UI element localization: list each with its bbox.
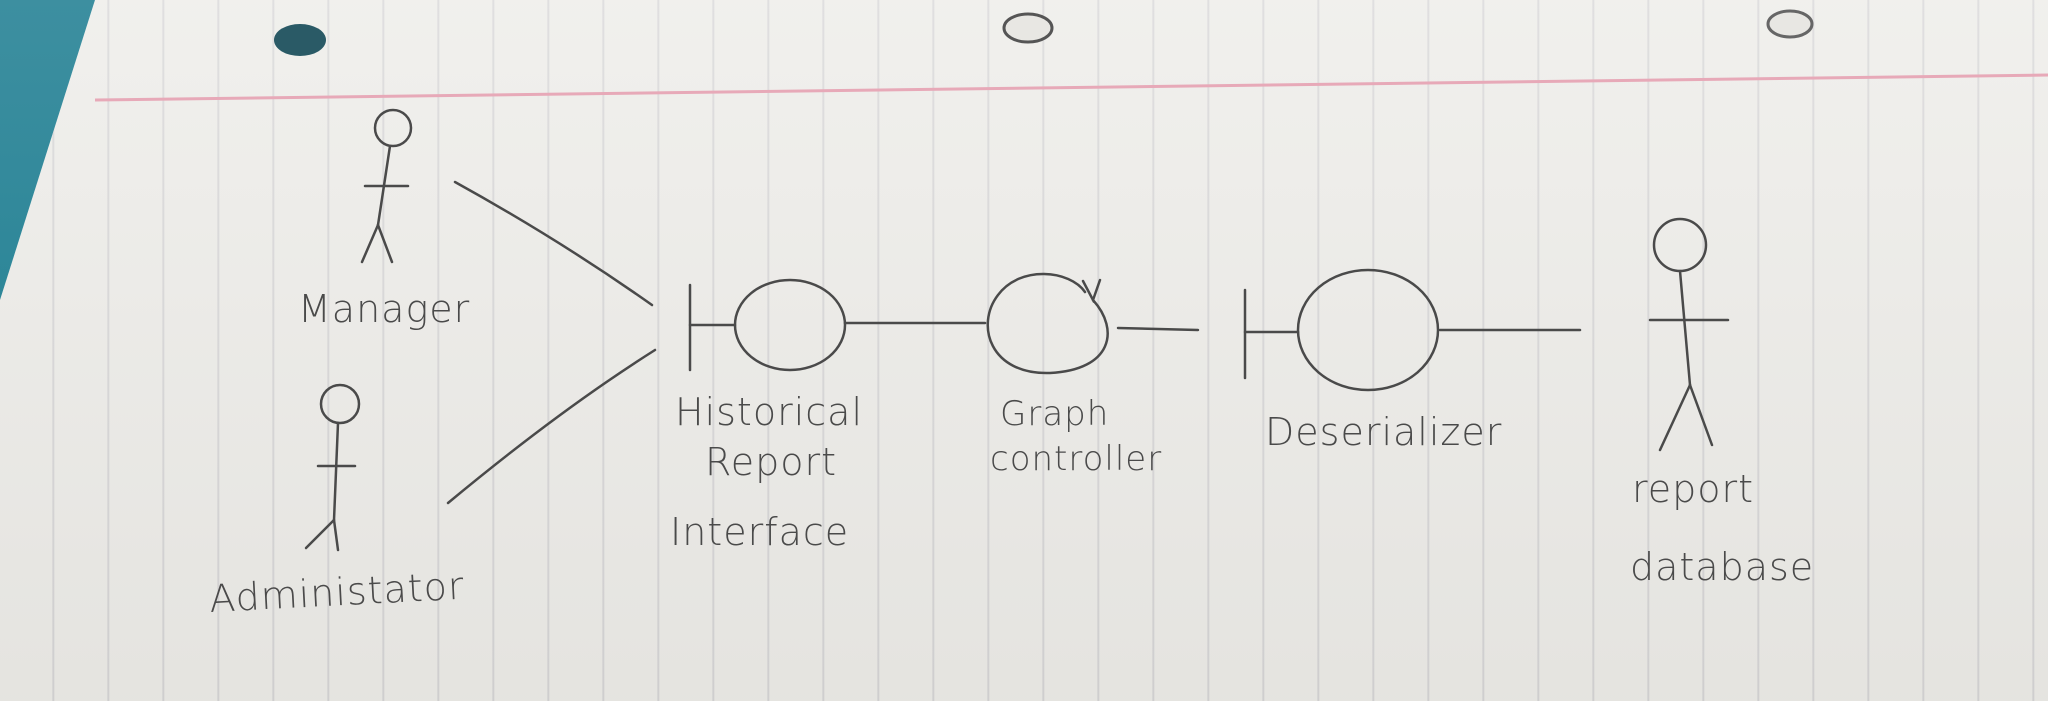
binder-hole [1002, 12, 1054, 44]
administrator-label: Administator [208, 564, 465, 621]
report-db-label-1: report [1632, 467, 1754, 511]
historical-label: Historical [675, 390, 863, 434]
historical-report-interface-boundary-icon [688, 278, 847, 372]
administrator-association [446, 348, 657, 505]
graph-label: Graph [1000, 394, 1109, 434]
margin-line [94, 73, 2048, 102]
manager-label: Manager [298, 287, 470, 331]
report-db-label-2: database [1630, 545, 1814, 589]
report-database-actor-icon [1648, 217, 1730, 452]
controller-label: controller [990, 439, 1162, 479]
graph-controller-control-icon [986, 272, 1109, 375]
interface-label: Interface [670, 510, 849, 554]
administrator-actor-icon [304, 383, 361, 552]
binder-hole [1766, 9, 1814, 39]
binder-hole [274, 24, 326, 56]
report-label: Report [705, 440, 837, 484]
connector [1116, 326, 1200, 332]
deserializer-boundary-icon [1243, 268, 1440, 392]
manager-actor-icon [360, 108, 413, 264]
manager-association [453, 180, 654, 307]
deserializer-label: Deserializer [1265, 410, 1502, 454]
